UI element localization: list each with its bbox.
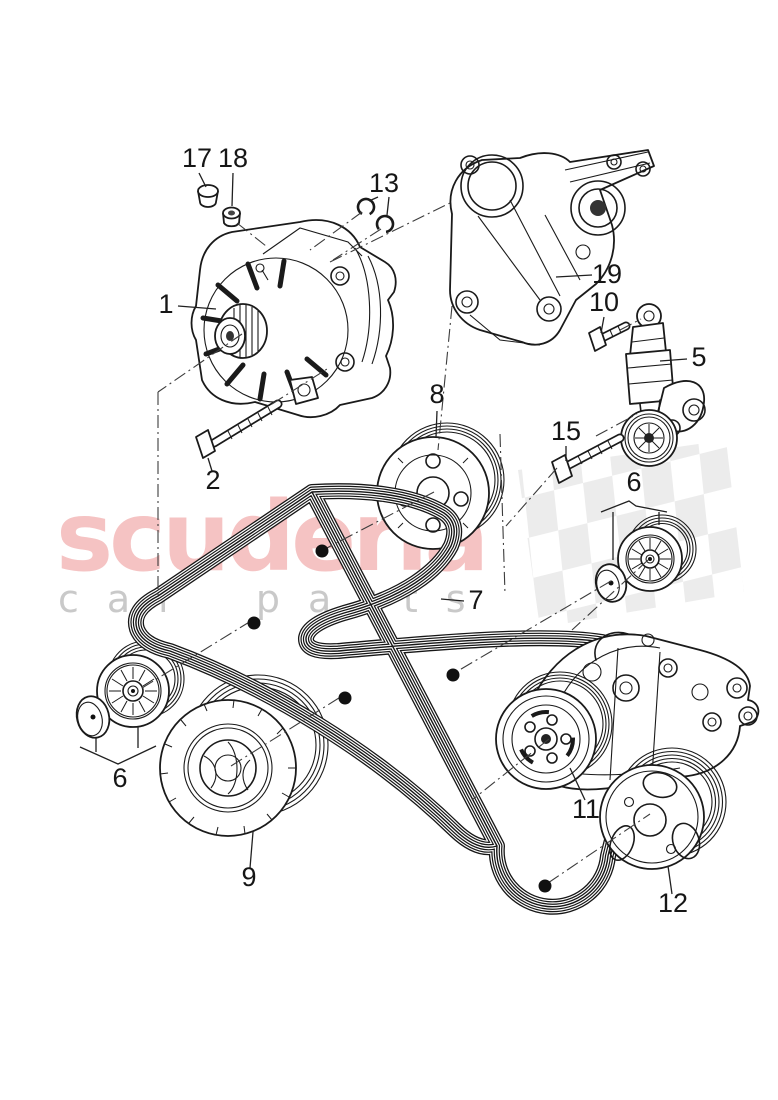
bolt-15 [551, 433, 625, 484]
part-callout-9: 9 [241, 862, 256, 892]
assembly-axis-lines [141, 201, 651, 884]
alternator-illustration [190, 219, 397, 418]
watermark-subtitle: car parts [58, 577, 494, 621]
nut-18 [222, 206, 241, 228]
part-callout-2: 2 [205, 465, 220, 495]
bolt-10 [588, 321, 631, 352]
part-callout-5: 5 [691, 342, 706, 372]
bolt-2 [195, 399, 283, 459]
part-callout-8: 8 [429, 379, 444, 409]
part-callout-17: 17 [182, 143, 212, 173]
part-callout-18: 18 [218, 143, 248, 173]
alternator-pulley [214, 303, 268, 359]
part-callout-15: 15 [551, 416, 581, 446]
part-callout-6: 6 [626, 467, 641, 497]
idler-6-right-illustration [594, 500, 697, 603]
tensioner-illustration [620, 303, 706, 467]
callout-leader-lines [177, 172, 688, 895]
part-callout-11: 11 [572, 794, 600, 824]
pulley-12-illustration [599, 747, 727, 870]
part-callout-6: 6 [112, 763, 127, 793]
part-callout-10: 10 [589, 287, 619, 317]
bracket-illustration [449, 149, 655, 346]
cap-17 [197, 184, 219, 208]
retaining-rings-13 [356, 197, 395, 234]
idler-6-left-illustration [75, 640, 185, 765]
part-callout-13: 13 [369, 168, 399, 198]
belt-contact-dots [247, 544, 552, 893]
part-callout-12: 12 [658, 888, 688, 918]
tensioner-pulley [620, 409, 678, 467]
part-callout-7: 7 [468, 585, 483, 615]
part-callout-19: 19 [592, 259, 622, 289]
part-callout-1: 1 [158, 289, 173, 319]
compressor-illustration [495, 631, 760, 791]
pulley-9-illustration [159, 674, 329, 837]
